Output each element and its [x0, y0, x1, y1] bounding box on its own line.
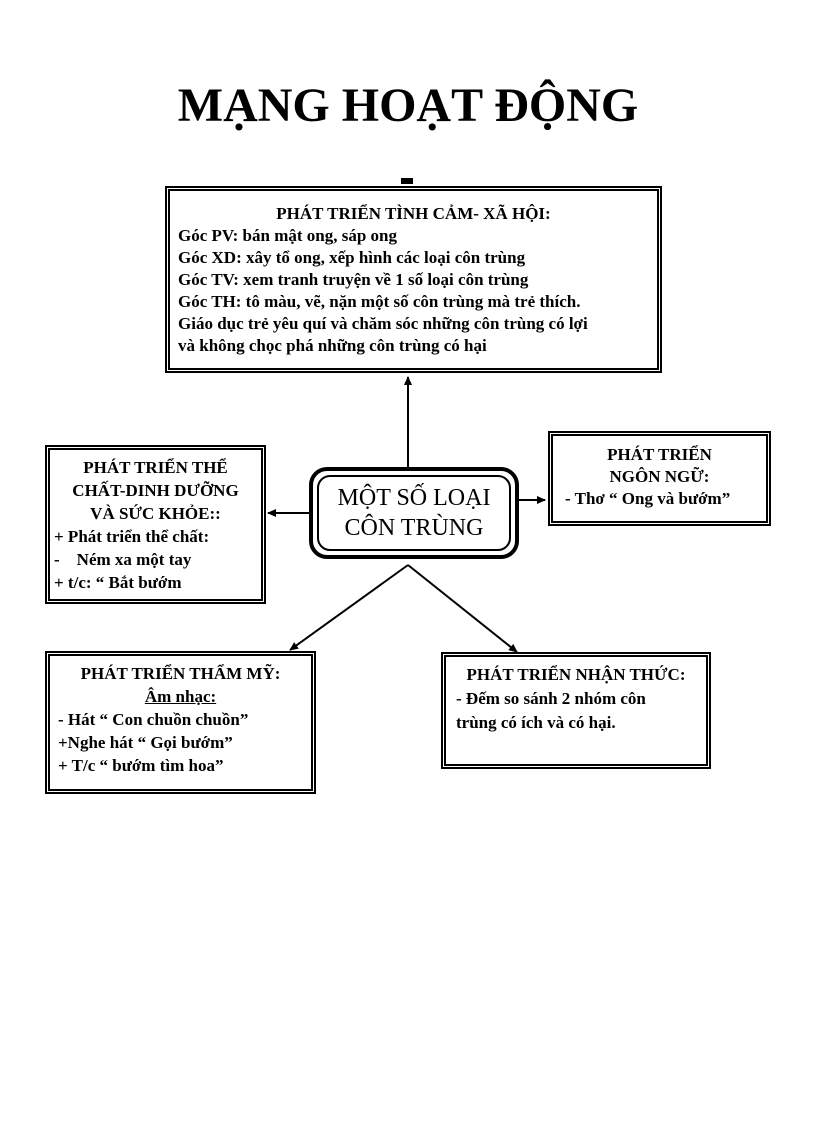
- social-line: và không chọc phá những côn trùng có hại: [178, 336, 487, 355]
- language-heading-line: NGÔN NGỮ:: [609, 467, 710, 486]
- social-line: Góc PV: bán mật ong, sáp ong: [178, 226, 397, 245]
- social-line: Góc TH: tô màu, vẽ, nặn một số côn trùng…: [178, 292, 581, 311]
- social-line: Góc XD: xây tổ ong, xếp hình các loại cô…: [178, 248, 526, 267]
- physical-line: + t/c: “ Bắt bướm: [54, 573, 182, 592]
- language-line: - Thơ “ Ong và bướm”: [565, 489, 731, 508]
- aesthetic-heading: PHÁT TRIỂN THẨM MỸ:: [80, 664, 281, 683]
- page-title: MẠNG HOẠT ĐỘNG: [177, 79, 639, 132]
- aesthetic-line: + T/c “ bướm tìm hoa”: [58, 756, 224, 775]
- physical-heading-line: CHẤT-DINH DƯỠNG: [72, 481, 239, 500]
- central-topic-line: CÔN TRÙNG: [344, 515, 484, 541]
- central-topic: MỘT SỐ LOẠI CÔN TRÙNG: [309, 467, 519, 559]
- aesthetic-line: +Nghe hát “ Gọi bướm”: [58, 733, 233, 752]
- language-heading-line: PHÁT TRIỂN: [607, 445, 712, 464]
- cognitive-development-box: PHÁT TRIỂN NHẬN THỨC: - Đếm so sánh 2 nh…: [441, 652, 711, 769]
- cognitive-line: trùng có ích và có hại.: [456, 713, 616, 732]
- physical-heading-line: PHÁT TRIỂN THỂ: [83, 458, 228, 477]
- aesthetic-development-box: PHÁT TRIỂN THẨM MỸ: Âm nhạc: - Hát “ Con…: [45, 651, 316, 794]
- aesthetic-line: - Hát “ Con chuồn chuồn”: [58, 710, 249, 729]
- physical-line: - Ném xa một tay: [54, 550, 192, 569]
- physical-development-box: PHÁT TRIỂN THỂ CHẤT-DINH DƯỠNG VÀ SỨC KH…: [45, 445, 266, 604]
- social-emotional-box: PHÁT TRIỂN TÌNH CẢM- XÃ HỘI: Góc PV: bán…: [165, 186, 662, 373]
- central-topic-line: MỘT SỐ LOẠI: [337, 485, 491, 511]
- arrow-to-aesthetic: [289, 564, 409, 651]
- cognitive-line: - Đếm so sánh 2 nhóm côn: [456, 689, 646, 708]
- social-line: Góc TV: xem tranh truyện về 1 số loại cô…: [178, 270, 529, 289]
- social-line: Giáo dục trẻ yêu quí và chăm sóc những c…: [178, 314, 588, 333]
- language-development-box: PHÁT TRIỂN NGÔN NGỮ: - Thơ “ Ong và bướm…: [548, 431, 771, 526]
- decorative-dash: [401, 178, 413, 184]
- physical-line: + Phát triển thể chất:: [54, 527, 210, 546]
- aesthetic-subheading: Âm nhạc:: [144, 687, 217, 706]
- social-emotional-heading: PHÁT TRIỂN TÌNH CẢM- XÃ HỘI:: [276, 204, 551, 223]
- central-topic-inner-border: [317, 475, 511, 551]
- cognitive-heading: PHÁT TRIỂN NHẬN THỨC:: [466, 665, 686, 684]
- arrow-to-cognitive: [407, 564, 518, 653]
- physical-heading-line: VÀ SỨC KHỎE::: [90, 504, 221, 523]
